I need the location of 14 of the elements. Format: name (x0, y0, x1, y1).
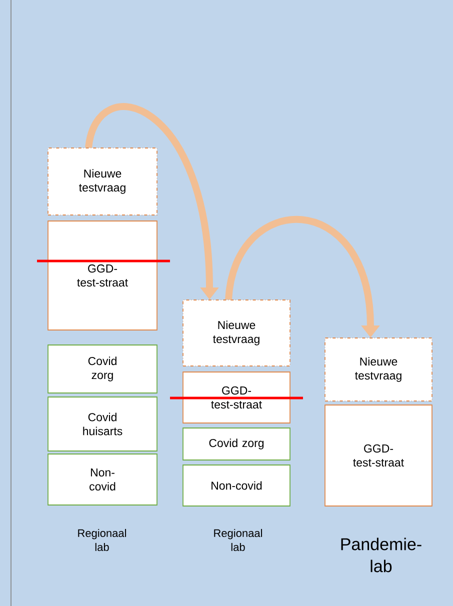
category-box: Covid zorg (182, 428, 290, 460)
category-box: Non-covid (182, 464, 290, 506)
question-box: Nieuwe testvraag (48, 148, 158, 216)
column-label: Regionaal lab (78, 528, 126, 552)
category-box: Covid huisarts (48, 396, 158, 452)
test-box: GGD-test-straat (182, 372, 290, 424)
test-box: GGD-test-straat (324, 404, 432, 506)
column-label: Pandemie-lab (341, 538, 422, 572)
question-box: Nieuwe testvraag (324, 338, 432, 402)
category-box: Covid zorg (48, 344, 158, 394)
question-box: Nieuwe testvraag (182, 300, 290, 366)
category-box: Non-covid (48, 454, 158, 506)
test-box: GGD-test-straat (48, 220, 158, 330)
column-label: Regionaal lab (214, 528, 262, 552)
